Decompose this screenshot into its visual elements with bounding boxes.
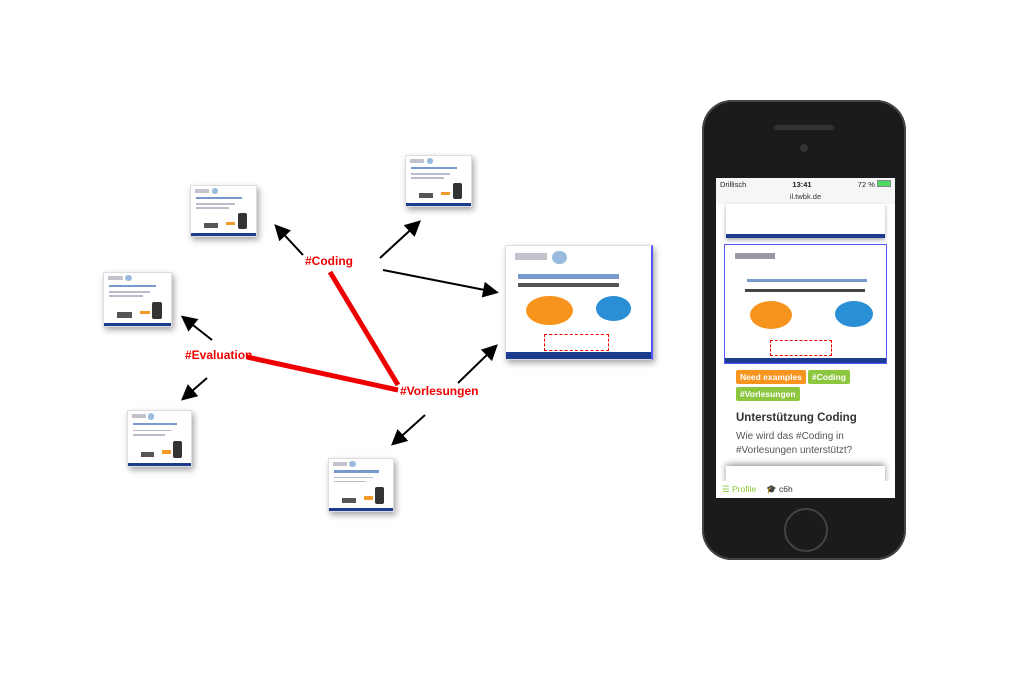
- arrow: [391, 414, 426, 446]
- post-text: Wie wird das #Coding in #Vorlesungen unt…: [736, 431, 853, 456]
- tag-evaluation: #Evaluation: [185, 348, 253, 362]
- arrow: [180, 377, 208, 401]
- tag-vorlesungen: #Vorlesungen: [400, 384, 479, 398]
- slide-thumbnail: [328, 458, 394, 512]
- arrow: [379, 220, 421, 259]
- slide-card-selected[interactable]: [724, 244, 887, 364]
- nav-user[interactable]: 🎓 c6h: [766, 484, 793, 494]
- post-title: Unterstützung Coding: [736, 412, 857, 424]
- tag-coding: #Coding: [305, 254, 353, 268]
- nav-profile[interactable]: ☰ Profile: [722, 484, 757, 494]
- slide-thumbnail: [405, 155, 472, 207]
- clock: 13:41: [792, 180, 812, 189]
- home-button[interactable]: [784, 508, 828, 552]
- status-bar: Drillisch 13:41 72 %: [716, 178, 895, 192]
- url-bar[interactable]: il.twbk.de: [716, 192, 895, 204]
- slide-large: [505, 245, 653, 360]
- chip-vorlesungen[interactable]: #Vorlesungen: [736, 387, 800, 401]
- arrow: [457, 344, 498, 384]
- arrow: [382, 269, 499, 298]
- phone-screen: Drillisch 13:41 72 % il.twbk.de Need exa…: [716, 178, 895, 498]
- arrow: [274, 224, 304, 256]
- chip-need-examples[interactable]: Need examples: [736, 370, 806, 384]
- bottom-nav: ☰ Profile 🎓 c6h: [716, 481, 895, 498]
- slide-thumbnail: [190, 185, 257, 237]
- slide-card: [726, 204, 885, 238]
- carrier: Drillisch: [720, 180, 747, 189]
- arrow: [180, 315, 213, 341]
- red-link-coding-vorlesungen: [327, 270, 401, 387]
- slide-thumbnail: [103, 272, 172, 327]
- slide-thumbnail: [127, 410, 192, 467]
- chip-coding[interactable]: #Coding: [807, 370, 850, 384]
- red-link-evaluation-vorlesungen: [246, 354, 399, 393]
- battery: 72 %: [858, 180, 891, 192]
